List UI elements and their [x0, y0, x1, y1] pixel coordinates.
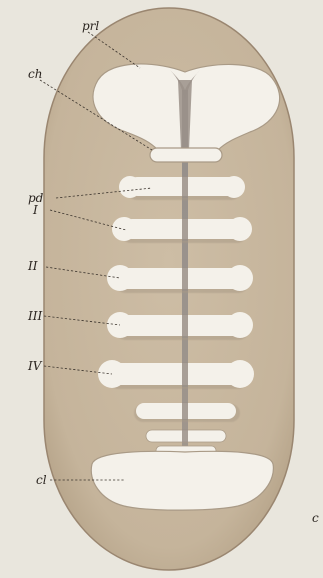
edge-mark: c — [312, 511, 319, 525]
leg-i-appendage — [112, 217, 252, 243]
label-ii: II — [27, 259, 38, 273]
leg-iii-appendage — [107, 312, 253, 340]
pedipalp-appendage — [119, 176, 245, 200]
leg-ii-appendage — [107, 265, 253, 293]
label-iv: IV — [27, 359, 43, 373]
label-ch: ch — [28, 67, 42, 81]
label-cl: cl — [36, 473, 47, 487]
cheliceral-segment — [150, 148, 222, 162]
label-prl: prl — [82, 19, 99, 33]
abdominal-segment-2 — [146, 429, 226, 442]
leg-iv-appendage — [98, 360, 254, 389]
caudal-lobe — [91, 451, 273, 510]
abdominal-segment-1 — [134, 402, 240, 422]
label-i: I — [32, 203, 38, 217]
label-iii: III — [27, 309, 42, 323]
